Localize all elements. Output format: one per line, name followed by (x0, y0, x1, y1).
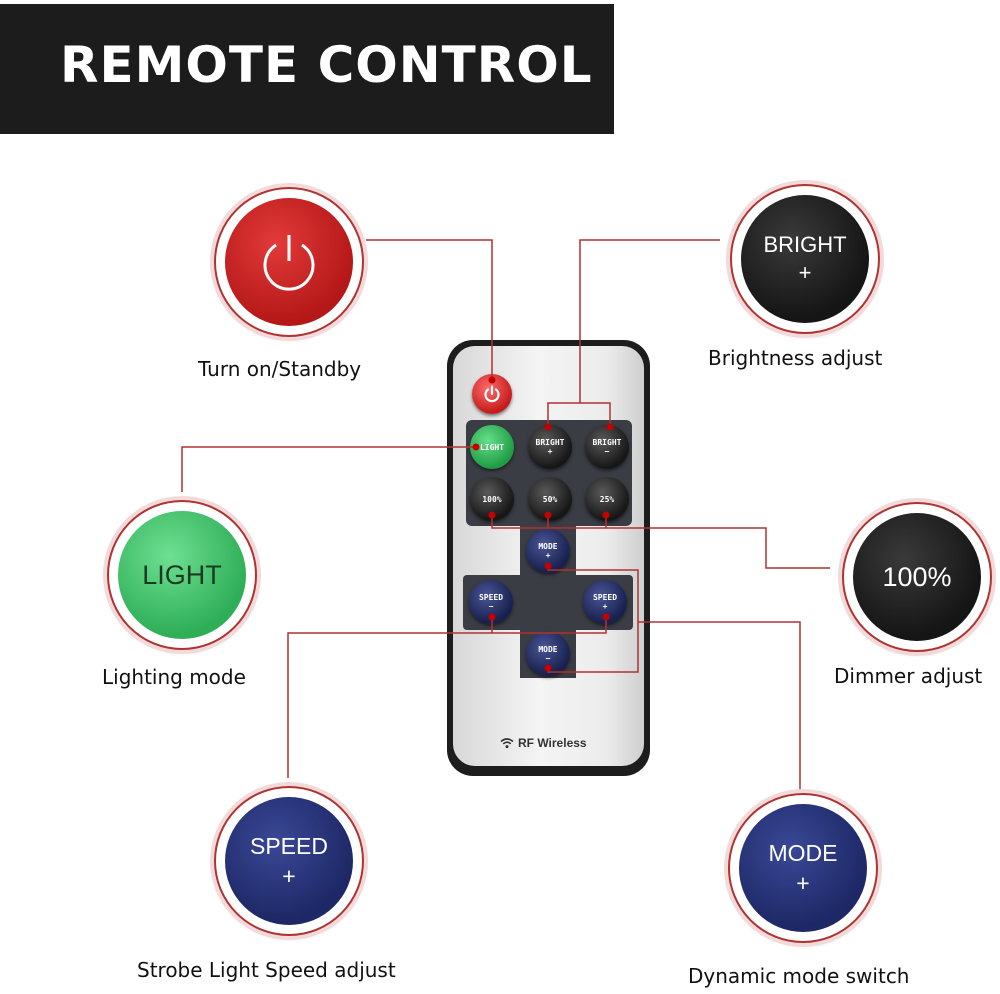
callout-power-circle (214, 187, 364, 337)
remote-speed-minus-sign: − (488, 602, 494, 611)
callout-bright-line2: + (798, 260, 812, 285)
callout-power-inner (225, 198, 353, 326)
remote-bright-minus-label: BRIGHT (592, 438, 622, 447)
remote-light-button[interactable]: LIGHT (470, 425, 514, 469)
remote-light-label: LIGHT (479, 442, 505, 452)
remote-speed-plus-button[interactable]: SPEED + (583, 580, 627, 624)
remote-mode-minus-label: MODE (538, 645, 558, 654)
banner-title: REMOTE CONTROL (60, 36, 593, 94)
remote-mode-plus-label: MODE (538, 542, 558, 551)
callout-bright-line1: BRIGHT (763, 232, 847, 257)
callout-bright-circle: BRIGHT + (730, 184, 880, 334)
rf-wireless-text: RF Wireless (518, 736, 587, 750)
callout-dimmer-inner: 100% (853, 513, 981, 641)
caption-power: Turn on/Standby (198, 357, 362, 381)
rf-wireless-label: RF Wireless (500, 736, 587, 750)
callout-speed-line1: SPEED (250, 833, 328, 859)
caption-speed: Strobe Light Speed adjust (137, 958, 396, 982)
callout-mode-circle: MODE + (728, 793, 878, 943)
remote-speed-plus-label: SPEED (592, 593, 618, 602)
callout-speed-circle: SPEED + (214, 786, 364, 936)
remote-mode-minus-button[interactable]: MODE − (526, 632, 570, 676)
remote-mode-plus-sign: + (545, 551, 551, 560)
caption-dimmer: Dimmer adjust (834, 664, 983, 688)
callout-mode-line2: + (796, 870, 810, 896)
remote-speed-minus-label: SPEED (478, 593, 504, 602)
callout-light-circle: LIGHT (107, 500, 257, 650)
callout-bright-inner: BRIGHT + (741, 195, 869, 323)
callout-speed-inner: SPEED + (225, 797, 353, 925)
wifi-icon (500, 738, 514, 749)
remote-bright-plus-label: BRIGHT (535, 438, 565, 447)
caption-mode: Dynamic mode switch (688, 964, 910, 988)
caption-light: Lighting mode (102, 665, 246, 689)
remote-speed-plus-sign: + (602, 602, 608, 611)
callout-light-inner: LIGHT (118, 511, 246, 639)
callout-speed-line2: + (282, 863, 296, 889)
leader-line-light (181, 446, 476, 492)
caption-bright: Brightness adjust (708, 346, 883, 370)
remote-bright-minus-sign: − (604, 447, 610, 456)
remote-25-button[interactable]: 25% (585, 477, 629, 521)
title-banner: REMOTE CONTROL (0, 4, 614, 134)
power-icon (263, 235, 315, 291)
remote-bright-plus-sign: + (547, 447, 553, 456)
remote-mode-plus-button[interactable]: MODE + (526, 529, 570, 573)
remote-bright-plus-button[interactable]: BRIGHT + (528, 425, 572, 469)
callout-mode-inner: MODE + (739, 804, 867, 932)
remote-mode-minus-sign: − (545, 654, 551, 663)
remote-power-button[interactable] (472, 374, 512, 414)
callout-mode-line1: MODE (768, 840, 838, 866)
remote-bright-minus-button[interactable]: BRIGHT − (585, 425, 629, 469)
remote-50-label: 50% (542, 494, 558, 504)
callout-dimmer-line1: 100% (882, 561, 952, 592)
remote-25-label: 25% (599, 494, 615, 504)
callout-light-line1: LIGHT (142, 559, 222, 590)
callout-dimmer-circle: 100% (842, 502, 992, 652)
remote-50-button[interactable]: 50% (528, 477, 572, 521)
remote-speed-minus-button[interactable]: SPEED − (469, 580, 513, 624)
power-icon (484, 385, 500, 403)
remote-100-label: 100% (482, 494, 502, 504)
remote-100-button[interactable]: 100% (470, 477, 514, 521)
